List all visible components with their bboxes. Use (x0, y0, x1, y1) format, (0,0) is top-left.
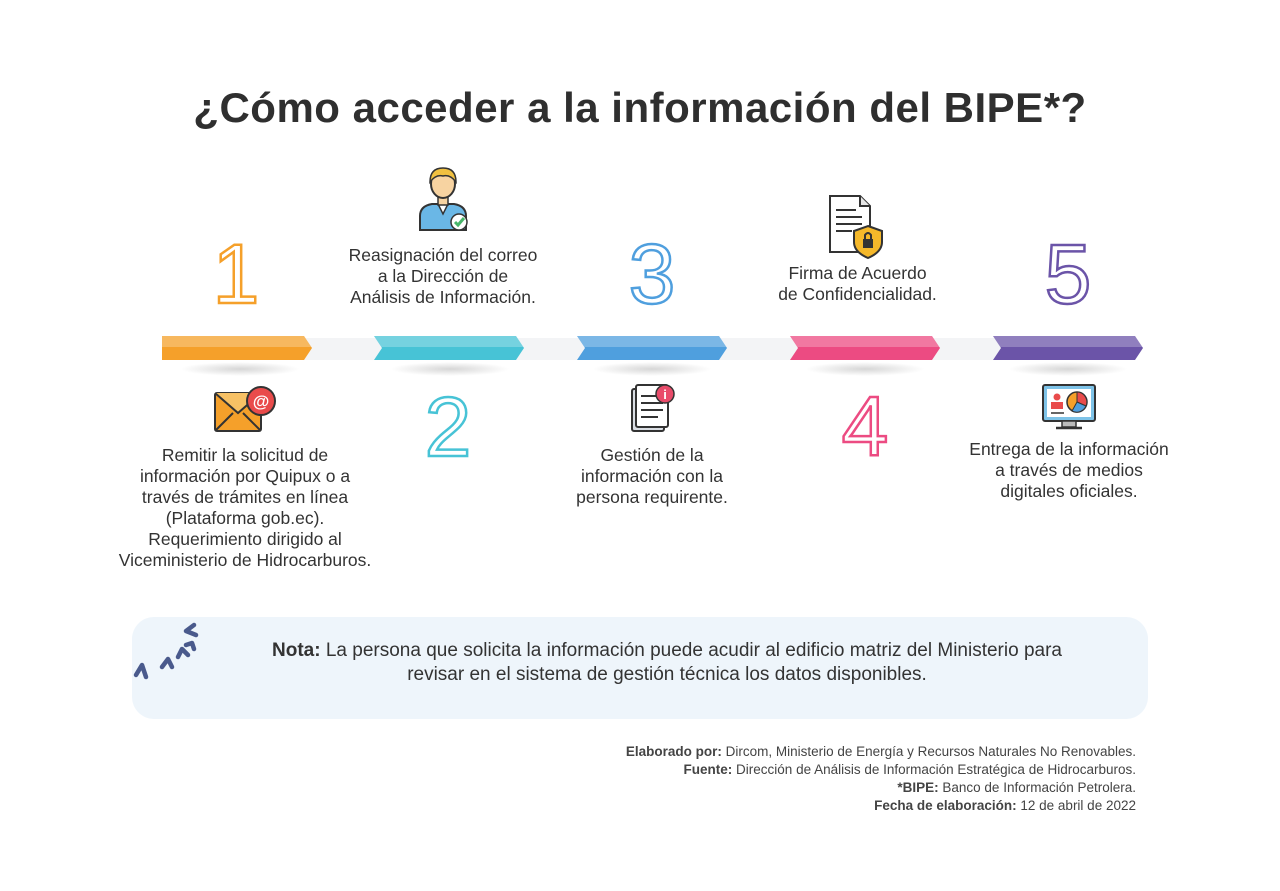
step-5-number: 5 (1043, 227, 1092, 321)
monitor-chart-icon (1042, 384, 1096, 430)
step-4-number: 4 (840, 379, 889, 473)
note-text: Nota: La persona que solicita la informa… (272, 640, 1062, 685)
timeline-segment-2 (374, 336, 524, 360)
credits: Elaborado por: Dircom, Ministerio de Ene… (626, 743, 1136, 815)
sparkle-lines-icon (133, 622, 199, 680)
page-title: ¿Cómo acceder a la información del BIPE*… (193, 84, 1087, 131)
svg-text:i: i (663, 387, 667, 402)
credit-line: Fecha de elaboración: 12 de abril de 202… (874, 798, 1136, 813)
credit-line: Elaborado por: Dircom, Ministerio de Ene… (625, 744, 1136, 759)
timeline-segment-3 (577, 336, 727, 360)
step-1-number: 1 (211, 227, 260, 321)
email-icon: @ (214, 386, 276, 432)
confidential-document-icon (829, 195, 883, 260)
timeline-segment-1 (162, 336, 312, 360)
credit-line: *BIPE: Banco de Información Petrolera. (897, 780, 1136, 795)
timeline-segment-5 (993, 336, 1143, 360)
note-box: Nota: La persona que solicita la informa… (132, 617, 1148, 719)
credit-line: Fuente: Dirección de Análisis de Informa… (683, 762, 1136, 777)
svg-text:@: @ (253, 392, 270, 411)
document-info-icon: i (631, 384, 675, 432)
note-label: Nota: (272, 640, 321, 661)
employee-icon (419, 167, 468, 231)
step-3-number: 3 (627, 227, 676, 321)
timeline-segment-4 (790, 336, 940, 360)
step-2-number: 2 (423, 380, 472, 474)
